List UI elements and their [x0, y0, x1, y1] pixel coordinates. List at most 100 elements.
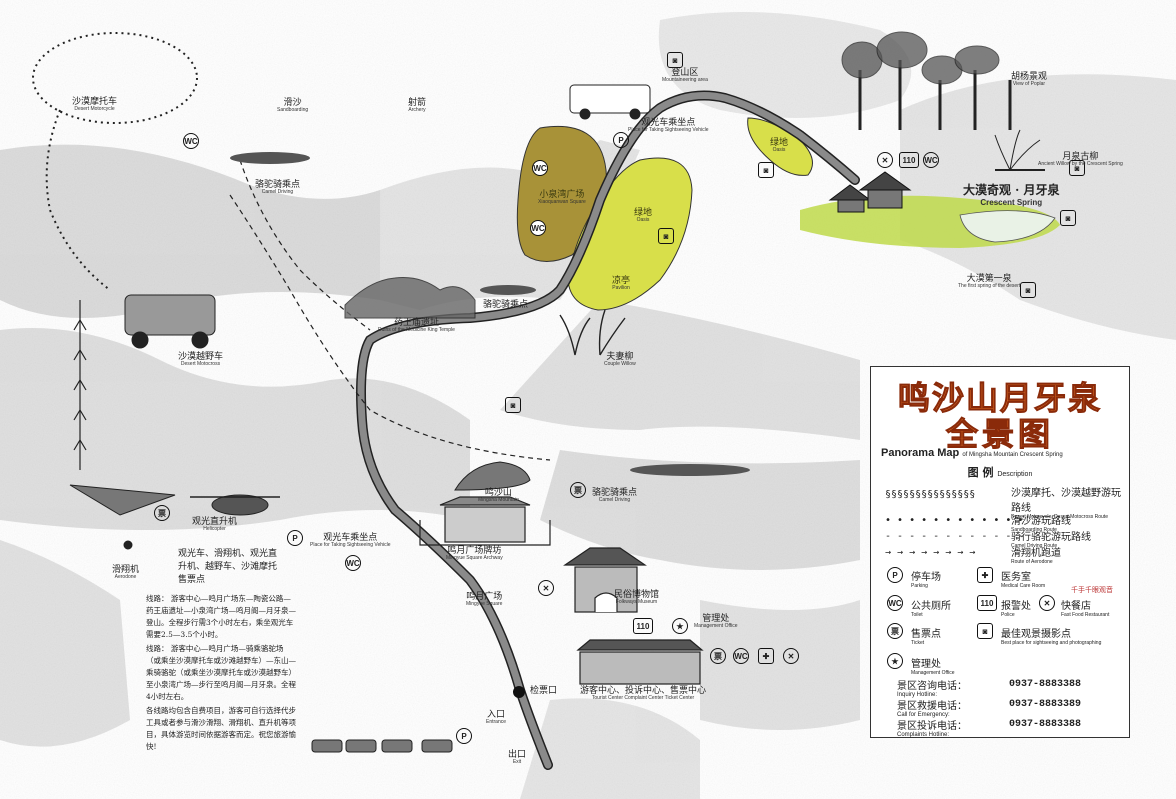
- fast-food-icon: ✕: [538, 580, 554, 596]
- mingsha-mountain-sketch: [454, 461, 531, 491]
- wc-icon: WC: [887, 595, 903, 611]
- medicine-king-ruins-sketch: [344, 277, 476, 319]
- hotline-inquiry-number: 0937-8883388: [1009, 679, 1082, 690]
- ticket-icon: 票: [710, 648, 726, 664]
- route-description: 线路： 游客中心—鸣月广场东—陶瓷公路—药王庙遗址—小泉湾广场—鸣月阁—月牙泉—…: [146, 593, 296, 755]
- hotline-emergency-label: 景区救援电话：Call for Emergency:: [897, 701, 967, 718]
- visitor-center-sketch: [576, 639, 704, 685]
- police-icon: 110: [899, 152, 919, 168]
- camera-icon: ◙: [758, 162, 774, 178]
- parking-icon: P: [613, 132, 629, 148]
- legend-panel: 鸣沙山月牙泉 全景图 Panorama Map of Mingsha Mount…: [870, 366, 1130, 738]
- helicopter-sketch: [190, 494, 280, 516]
- label-ticket-office: 观光车、滑翔机、观光直升机、越野车、沙滩摩托售票点: [178, 549, 278, 585]
- camera-icon: ◙: [1060, 210, 1076, 226]
- hotline-inquiry-label: 景区咨询电话：Inquiry Hotline:: [897, 681, 967, 698]
- camera-icon: ◙: [977, 623, 993, 639]
- ticket-icon: 票: [887, 623, 903, 639]
- checkpoint-dot: [513, 686, 525, 698]
- camels-sketch: [230, 152, 750, 476]
- camera-icon: ◙: [658, 228, 674, 244]
- crescent-spring-lake: [959, 210, 1056, 243]
- police-icon: 110: [977, 595, 997, 611]
- legend-line-camel: - - - - - - - - - - - -: [885, 531, 1024, 542]
- wc-icon: WC: [733, 648, 749, 664]
- wc-icon: WC: [183, 133, 199, 149]
- medical-icon: ✚: [977, 567, 993, 583]
- wc-icon: WC: [532, 160, 548, 176]
- hotline-complaints-label: 景区投诉电话：Complaints Hotline:: [897, 721, 967, 738]
- legend-title-line2: 全景图: [945, 415, 1054, 454]
- desert-motocross-sketch: [124, 294, 216, 349]
- legend-title-line1: 鸣沙山月牙泉: [897, 379, 1102, 418]
- police-icon: 110: [633, 618, 653, 634]
- parking-icon: P: [287, 530, 303, 546]
- aerodone-sketch: [69, 484, 176, 550]
- camera-icon: ◙: [505, 397, 521, 413]
- hotline-emergency-number: 0937-8883389: [1009, 699, 1082, 710]
- ancient-willow-sketch: [994, 129, 1045, 171]
- motorcycle-route-south: [45, 109, 111, 291]
- hotline-complaints-number: 0937-8883388: [1009, 719, 1082, 730]
- poplar-trees-sketch: [841, 31, 1012, 130]
- fast-food-icon: ✕: [783, 648, 799, 664]
- wc-icon: WC: [530, 220, 546, 236]
- wc-icon: WC: [345, 555, 361, 571]
- fast-food-icon: ✕: [877, 152, 893, 168]
- camera-icon: ◙: [1020, 282, 1036, 298]
- mingyue-archway-sketch: [419, 496, 551, 546]
- ticket-icon: 票: [570, 482, 586, 498]
- crescent-pavilion-sketch: [828, 171, 912, 213]
- management-icon: ★: [887, 653, 903, 669]
- legend-line-aerodone: → → → → → → → →: [885, 547, 976, 558]
- parking-icon: P: [887, 567, 903, 583]
- wc-icon: WC: [923, 152, 939, 168]
- couple-willow-sketch: [559, 309, 626, 356]
- motorcycle-route: [32, 32, 198, 124]
- route-text-2: 线路： 游客中心—鸣月广场—骑乘骆驼场（或乘坐沙漠摩托车或沙滩越野车）—东山—乘…: [146, 644, 296, 701]
- label-checkpoint: 检票口: [530, 686, 558, 696]
- legend-title-en: Panorama Map of Mingsha Mountain Crescen…: [881, 447, 1063, 459]
- parking-icon: P: [456, 728, 472, 744]
- ticket-icon: 票: [154, 505, 170, 521]
- legend-line-motorcycle: §§§§§§§§§§§§§§§: [885, 489, 976, 500]
- aerodone-runway: [73, 300, 87, 470]
- camera-icon: ◙: [667, 52, 683, 68]
- fast-food-icon: ✕: [1039, 595, 1055, 611]
- legend-brand: 千手千眼观音: [1071, 586, 1113, 594]
